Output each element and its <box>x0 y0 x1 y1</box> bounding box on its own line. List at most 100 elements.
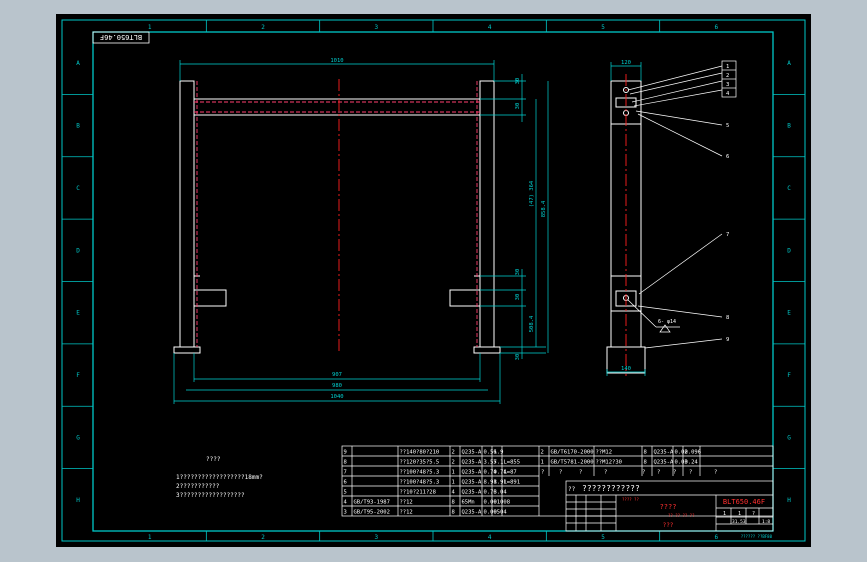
zone-row-right: G <box>787 434 791 441</box>
bom-cell: ??100?48?5.3 <box>400 470 440 476</box>
zone-row-left: B <box>76 123 80 130</box>
bom-cell: 2 <box>452 450 455 456</box>
bom-cell: 2 <box>452 460 455 466</box>
bom-cell: ??10?211?28 <box>400 490 436 496</box>
callout-number: 6 <box>726 154 729 160</box>
bom-cell: 0.096 <box>685 450 702 456</box>
bom-cell: 65Mn <box>462 500 475 506</box>
zone-row-left: C <box>76 185 80 192</box>
bom-cell: 3 <box>344 510 347 516</box>
zone-col-bottom: 4 <box>488 534 492 541</box>
callout-number: 3 <box>726 82 729 88</box>
zone-row-left: A <box>76 60 80 67</box>
title-red-note-1: ???? ?? <box>622 497 639 502</box>
side-dimensions <box>606 62 646 376</box>
bom-cell: 0.02 <box>675 450 688 456</box>
zone-col-bottom: 3 <box>375 534 379 541</box>
bom-cell: GB/T5781-2000 <box>551 460 594 466</box>
weld-note: 6- φ14 <box>658 319 676 325</box>
bom-cell: ??120?35?5.5 <box>400 460 440 466</box>
callout-number: 9 <box>726 337 729 343</box>
right-column <box>479 80 495 348</box>
front-dimensions <box>173 60 549 404</box>
callout-number: 1 <box>726 64 729 70</box>
notes-line-2: 2??????????? <box>176 483 220 490</box>
title-block-text: ?? ???????????? ???? BLT650.46F ???? ?? … <box>568 484 773 539</box>
bom-cell: L=87 <box>504 470 517 476</box>
bom-cell: ??M12?30 <box>596 460 623 466</box>
callout-labels: 1 2 3 4 5 6 7 8 9 <box>726 64 730 343</box>
zone-row-right: A <box>787 60 791 67</box>
bom-cell: 3.55 <box>484 460 497 466</box>
dim-bottom-inner-label: 907 <box>332 372 342 378</box>
bom-cell: 6 <box>344 480 347 486</box>
zone-row-left: D <box>76 247 80 254</box>
bom-cell: 8 <box>452 510 455 516</box>
bom-cell: 8.91 <box>494 480 507 486</box>
bom-cell: 0.76 <box>484 490 497 496</box>
callout-leaders <box>627 65 723 349</box>
callout-number: 5 <box>726 123 729 129</box>
callout-number: 2 <box>726 73 729 79</box>
title-logo: ?? <box>568 486 576 493</box>
front-dim-text: 1010 907 980 1040 30 30 (47) 364 858.4 3… <box>330 58 547 400</box>
dim-right-small-5: 30 <box>515 354 521 361</box>
bom-cell: ??12 <box>400 500 413 506</box>
bom-cell: 7 <box>344 470 347 476</box>
zone-col-top: 1 <box>148 24 152 31</box>
side-base <box>606 346 646 374</box>
technical-notes: ???? 1??????????????????18mm? 2?????????… <box>176 456 263 499</box>
left-column <box>179 80 195 348</box>
zone-row-right: F <box>787 372 791 379</box>
dim-top-label: 1010 <box>330 58 343 64</box>
zone-col-top: 5 <box>601 24 605 31</box>
bom-cell: Q235-A <box>462 490 483 496</box>
dim-right-long-2: 858.4 <box>541 200 547 217</box>
bom-cell: 8 <box>644 460 647 466</box>
title-main: ???????????? <box>582 484 640 493</box>
bom-header-cell: ? <box>642 470 645 476</box>
bom-header-cell: ? <box>689 470 692 476</box>
bom-cell: 0.56 <box>484 450 497 456</box>
bom-cell: 0.008 <box>494 500 511 506</box>
callout-number: 8 <box>726 315 729 321</box>
bom-cell: GB/T93-1987 <box>354 500 390 506</box>
zone-col-bottom: 1 <box>148 534 152 541</box>
bom-cell: ??M12 <box>596 450 613 456</box>
bom-header-cell: ? <box>657 470 660 476</box>
callout-number: 7 <box>726 232 729 238</box>
bom-cell: Q235-A <box>462 510 483 516</box>
notes-line-1: 1??????????????????18mm? <box>176 474 263 481</box>
bom-cell: Q235-A <box>654 450 675 456</box>
bom-cell: 8 <box>452 500 455 506</box>
bom-cell: 8 <box>344 460 347 466</box>
bom-cell: Q235-A <box>462 460 483 466</box>
bom-cell: L=891 <box>504 480 521 486</box>
bom-cell: Q235-A <box>462 470 483 476</box>
bom-cell: 4 <box>452 490 456 496</box>
bom-header-cell: ? <box>541 470 544 476</box>
side-dim-bottom: 140 <box>621 366 631 372</box>
bom-cell: 1.9 <box>494 450 504 456</box>
zone-col-bottom: 2 <box>261 534 265 541</box>
title-scale-1: 1 <box>723 511 726 517</box>
dim-right-small-1: 30 <box>515 78 521 85</box>
bom-header-cell: ? <box>673 470 676 476</box>
zone-col-top: 3 <box>375 24 379 31</box>
title-drawing-no: BLT650.46F <box>723 498 765 506</box>
title-sub: ??? <box>663 522 674 529</box>
notes-title: ???? <box>206 456 221 463</box>
bom-cell: ??12 <box>400 510 413 516</box>
zone-row-right: H <box>787 497 791 504</box>
bom-cell: 0.74 <box>484 470 498 476</box>
callout-number: 4 <box>726 91 730 97</box>
zone-row-right: C <box>787 185 791 192</box>
title-scale-2: 1 <box>738 511 741 517</box>
bom-cell: Q235-A <box>462 450 483 456</box>
zone-row-right: B <box>787 123 791 130</box>
dim-right-small-3: 30 <box>515 269 521 276</box>
bom-cell: GB/T95-2002 <box>354 510 390 516</box>
